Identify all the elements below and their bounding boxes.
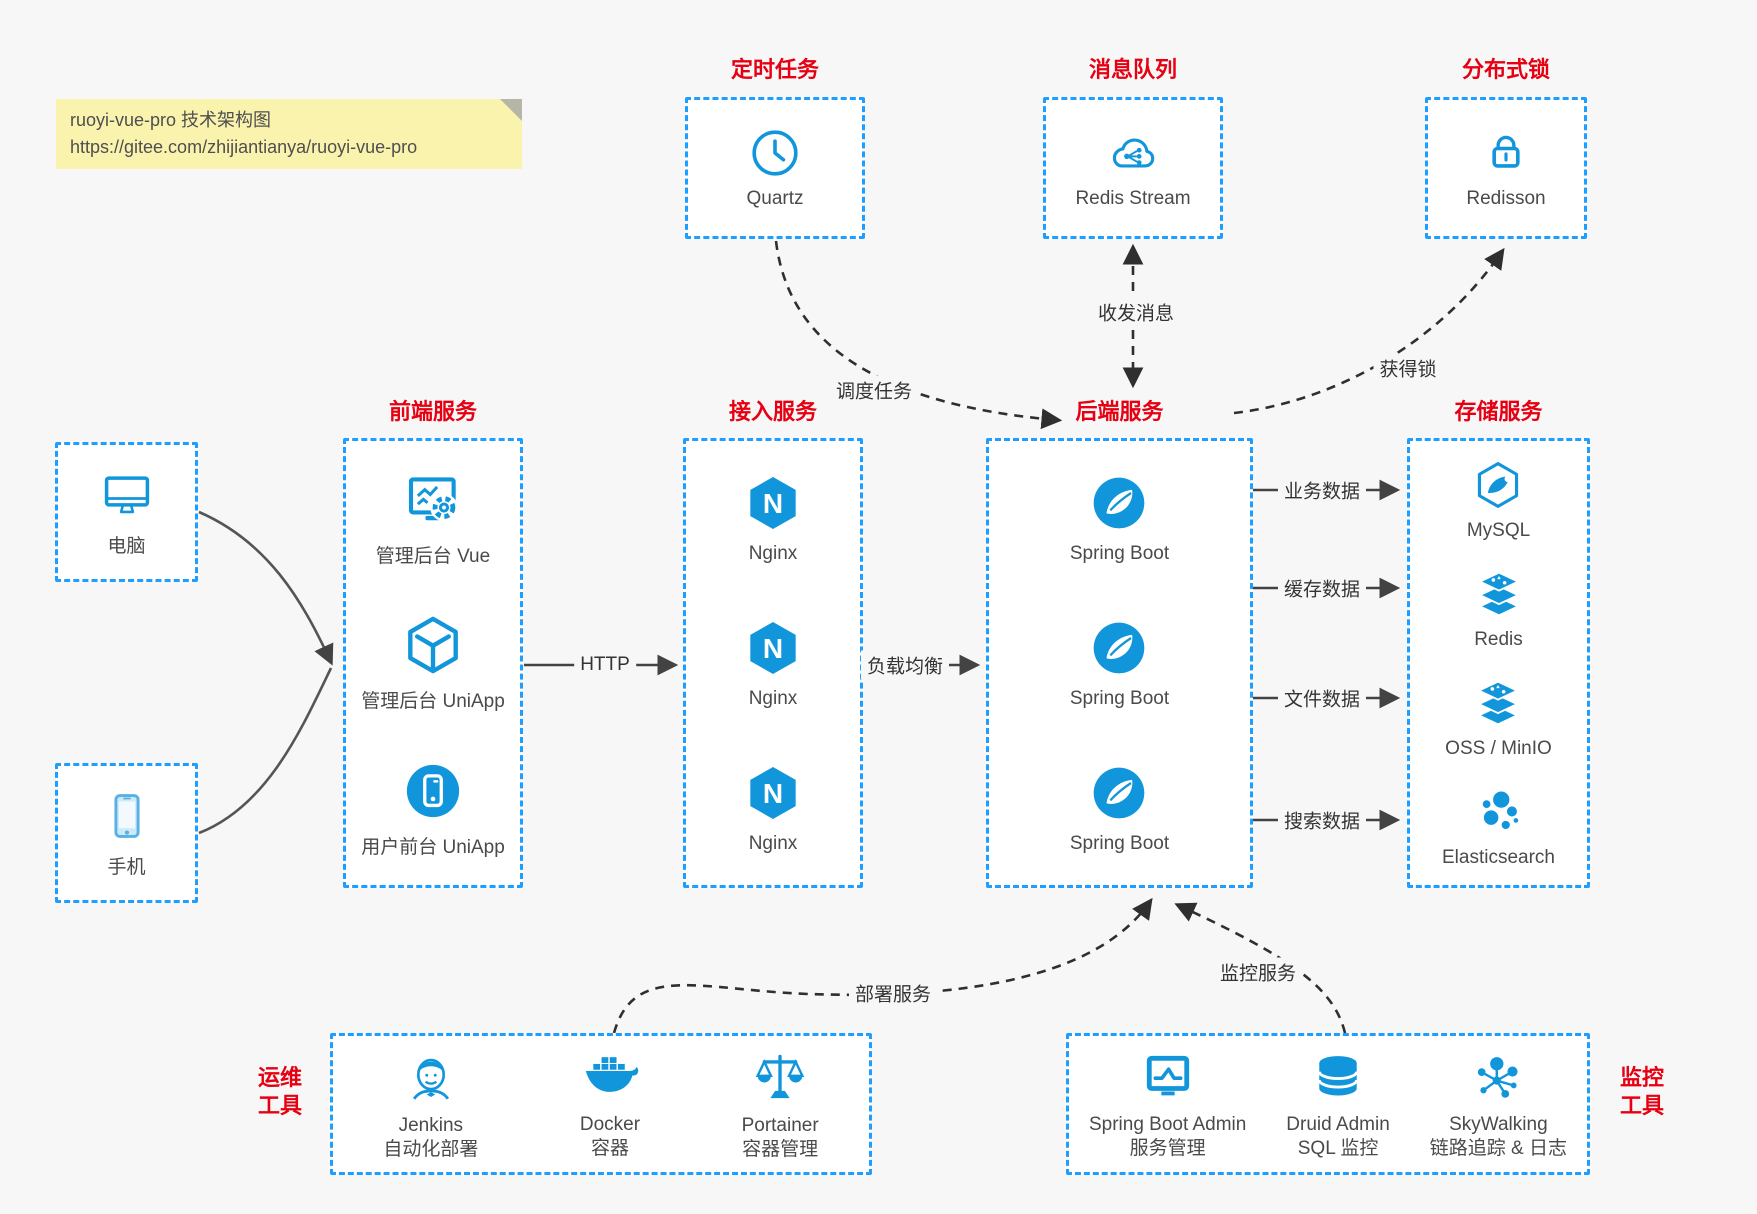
label-monitor-service: 监控服务: [1213, 957, 1303, 987]
node-label-skywalking: SkyWalking: [1449, 1113, 1548, 1135]
node-label-oss-minio: OSS / MinIO: [1445, 737, 1552, 759]
label-file-data: 文件数据: [1277, 683, 1367, 713]
node-label-nginx: Nginx: [748, 833, 798, 855]
group-title-message-queue: 消息队列: [1088, 57, 1177, 82]
node-label-phone: 手机: [107, 856, 146, 878]
group-title-ops-tools: 运维 工具: [257, 1065, 302, 1118]
node-label-spring-boot-admin: Spring Boot Admin: [1088, 1113, 1247, 1135]
box-gateway-services: N Nginx N Nginx N Nginx: [683, 438, 863, 888]
redis-stream-cloud-icon: [1105, 126, 1161, 180]
label-cache-data: 缓存数据: [1277, 573, 1367, 603]
label-http: HTTP: [574, 653, 636, 677]
node-label-portainer: Portainer: [741, 1114, 819, 1136]
label-deploy-service: 部署服务: [848, 978, 938, 1008]
node-sublabel-spring-boot-admin: 服务管理: [1129, 1137, 1206, 1159]
label-load-balance: 负载均衡: [860, 650, 950, 680]
box-client-pc: 电脑: [55, 442, 198, 582]
druid-icon: [1309, 1048, 1367, 1106]
spring-boot-icon: [1087, 471, 1151, 535]
node-label-spring-boot: Spring Boot: [1069, 833, 1170, 855]
node-label-elasticsearch: Elasticsearch: [1442, 846, 1555, 868]
admin-vue-icon: [399, 467, 467, 533]
smartphone-icon: [99, 788, 155, 844]
svg-text:N: N: [763, 778, 783, 809]
column-title-gateway: 接入服务: [728, 399, 817, 424]
node-label-nginx: Nginx: [748, 687, 798, 709]
column-title-storage: 存储服务: [1454, 399, 1543, 424]
sticky-note: ruoyi-vue-pro 技术架构图 https://gitee.com/zh…: [56, 99, 522, 169]
svg-text:N: N: [763, 488, 783, 519]
column-title-backend: 后端服务: [1075, 399, 1164, 424]
box-ops-tools: Jenkins 自动化部署 Docker 容器: [330, 1033, 872, 1175]
desktop-icon: [97, 467, 157, 523]
node-label-nginx: Nginx: [748, 542, 798, 564]
label-business-data: 业务数据: [1277, 475, 1367, 505]
elasticsearch-icon: [1472, 785, 1526, 839]
node-label-admin-vue: 管理后台 Vue: [375, 546, 491, 568]
label-send-receive-message: 收发消息: [1091, 297, 1181, 327]
label-search-data: 搜索数据: [1277, 805, 1367, 835]
node-sublabel-druid: SQL 监控: [1297, 1137, 1379, 1159]
skywalking-icon: [1469, 1048, 1527, 1106]
arrow-pc-to-frontend: [198, 510, 334, 666]
portainer-icon: [751, 1047, 809, 1107]
redis-icon: [1472, 567, 1526, 621]
node-sublabel-skywalking: 链路追踪 & 日志: [1429, 1137, 1567, 1159]
arrow-acquire-lock: [1233, 247, 1505, 415]
box-quartz: Quartz: [685, 97, 865, 239]
arrow-schedule-job: [774, 240, 1063, 430]
box-client-phone: 手机: [55, 763, 198, 903]
arrow-deploy-service: [612, 897, 1153, 1034]
group-title-distributed-lock: 分布式锁: [1461, 57, 1550, 82]
box-redisson: Redisson: [1425, 97, 1587, 239]
lock-icon: [1479, 126, 1533, 180]
note-url: https://gitee.com/zhijiantianya/ruoyi-vu…: [70, 137, 418, 157]
clock-icon: [748, 126, 802, 180]
node-sublabel-portainer: 容器管理: [742, 1138, 819, 1160]
node-label-druid: Druid Admin: [1286, 1113, 1390, 1135]
mysql-icon: [1471, 458, 1525, 512]
arrow-monitor-service: [1174, 902, 1347, 1034]
column-title-frontend: 前端服务: [388, 399, 477, 424]
box-backend-services: Spring Boot Spring Boot Spring Boot: [986, 438, 1253, 888]
box-frontend-services: 管理后台 Vue 管理后台 UniApp 用户前台 UniApp: [343, 438, 523, 888]
node-label-jenkins: Jenkins: [398, 1114, 464, 1136]
group-title-scheduled-tasks: 定时任务: [730, 57, 819, 82]
arrow-phone-to-frontend: [198, 667, 333, 835]
node-label-spring-boot: Spring Boot: [1069, 687, 1170, 709]
node-label-redis-stream: Redis Stream: [1075, 188, 1191, 209]
spring-boot-icon: [1087, 616, 1151, 680]
node-label-docker: Docker: [579, 1113, 641, 1135]
node-label-redis: Redis: [1474, 628, 1523, 650]
spring-boot-icon: [1087, 761, 1151, 825]
uniapp-cube-icon: [400, 612, 466, 678]
nginx-icon: N: [741, 761, 805, 825]
nginx-icon: N: [741, 471, 805, 535]
svg-text:N: N: [763, 633, 783, 664]
box-monitor-tools: Spring Boot Admin 服务管理 Druid Admin SQL 监…: [1066, 1033, 1590, 1175]
spring-boot-admin-icon: [1137, 1048, 1199, 1106]
jenkins-icon: [402, 1047, 460, 1107]
node-sublabel-jenkins: 自动化部署: [383, 1138, 479, 1160]
box-redis-stream: Redis Stream: [1043, 97, 1223, 239]
group-title-monitor-tools: 监控 工具: [1619, 1065, 1664, 1118]
note-fold: [500, 99, 522, 121]
node-label-admin-uniapp: 管理后台 UniApp: [361, 691, 505, 713]
node-label-redisson: Redisson: [1466, 188, 1546, 209]
label-schedule-job: 调度任务: [829, 375, 919, 405]
node-label-spring-boot: Spring Boot: [1069, 542, 1170, 564]
node-label-quartz: Quartz: [746, 188, 804, 209]
node-sublabel-docker: 容器: [590, 1137, 629, 1159]
box-storage-services: MySQL Redis: [1407, 438, 1590, 888]
user-app-icon: [400, 758, 466, 824]
note-title: ruoyi-vue-pro 技术架构图: [70, 110, 272, 130]
node-label-pc: 电脑: [107, 535, 146, 557]
node-label-mysql: MySQL: [1466, 519, 1531, 541]
node-label-user-uniapp: 用户前台 UniApp: [361, 836, 505, 858]
nginx-icon: N: [741, 616, 805, 680]
label-acquire-lock: 获得锁: [1373, 353, 1443, 383]
docker-icon: [579, 1048, 641, 1106]
oss-minio-icon: [1471, 676, 1525, 730]
